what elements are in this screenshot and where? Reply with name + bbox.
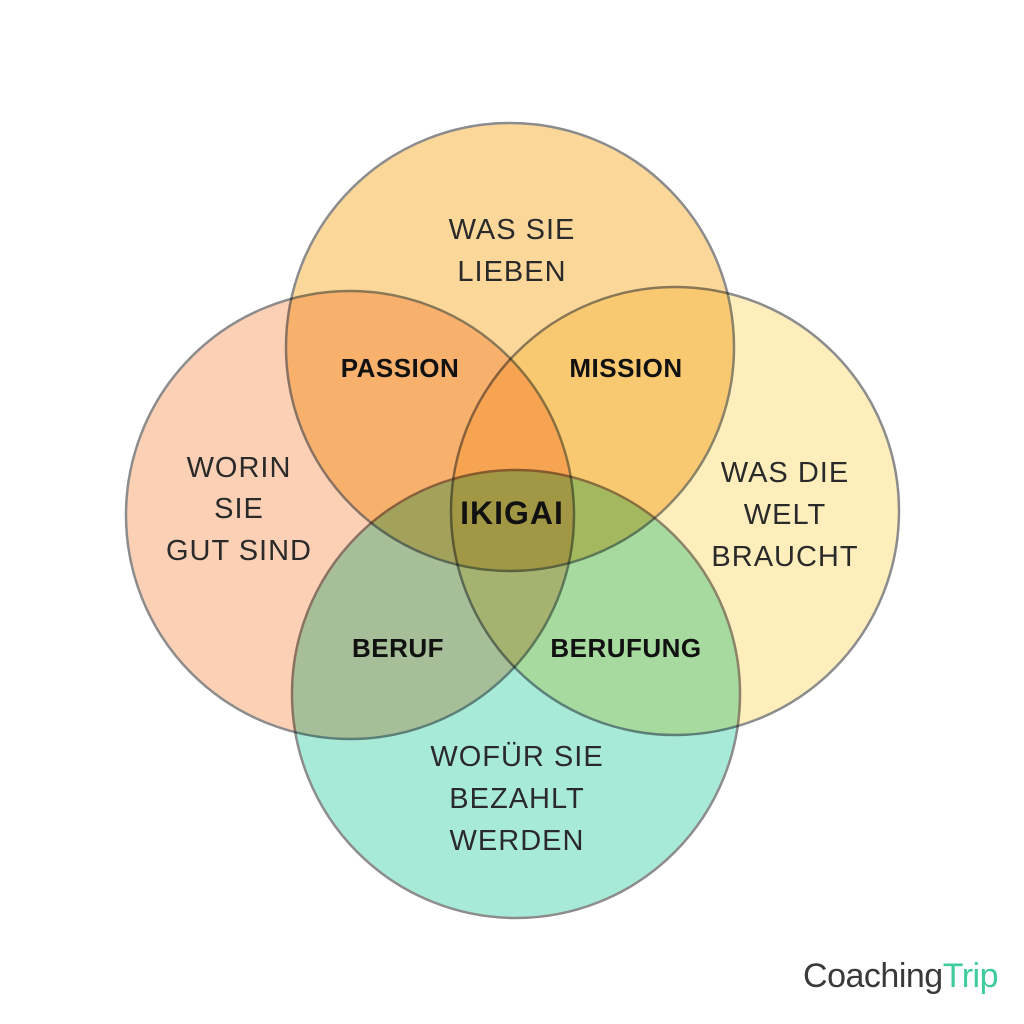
label-was-die-welt-braucht-line-3: BRAUCHT: [711, 541, 858, 573]
label-was-sie-lieben: WAS SIE LIEBEN: [449, 214, 576, 288]
overlap-label-mission: MISSION: [569, 353, 682, 383]
label-worin-sie-gut-sind-line-3: GUT SIND: [166, 535, 312, 567]
label-wofuer-sie-bezahlt-werden-line-2: BEZAHLT: [449, 783, 584, 815]
overlap-label-beruf: BERUF: [352, 633, 444, 663]
label-was-die-welt-braucht-line-2: WELT: [744, 499, 826, 531]
label-was-die-welt-braucht: WAS DIE WELT BRAUCHT: [711, 457, 858, 573]
label-was-sie-lieben-line-1: WAS SIE: [449, 214, 576, 246]
label-wofuer-sie-bezahlt-werden-line-3: WERDEN: [450, 825, 585, 857]
logo-word-trip: Trip: [942, 957, 999, 995]
overlap-label-passion: PASSION: [341, 353, 460, 383]
logo-word-coaching: Coaching: [803, 957, 943, 995]
coachingtrip-logo: CoachingTrip: [803, 956, 998, 996]
label-worin-sie-gut-sind-line-1: WORIN: [187, 452, 292, 484]
center-label-ikigai: IKIGAI: [460, 495, 564, 531]
label-wofuer-sie-bezahlt-werden: WOFÜR SIE BEZAHLT WERDEN: [430, 741, 603, 857]
label-wofuer-sie-bezahlt-werden-line-1: WOFÜR SIE: [430, 741, 603, 773]
overlap-label-berufung: BERUFUNG: [550, 633, 701, 663]
label-was-sie-lieben-line-2: LIEBEN: [457, 256, 566, 288]
circle-was-sie-lieben: [284, 121, 736, 573]
label-worin-sie-gut-sind: WORIN SIE GUT SIND: [166, 452, 312, 567]
label-worin-sie-gut-sind-line-2: SIE: [214, 493, 264, 525]
label-was-die-welt-braucht-line-1: WAS DIE: [721, 457, 849, 489]
